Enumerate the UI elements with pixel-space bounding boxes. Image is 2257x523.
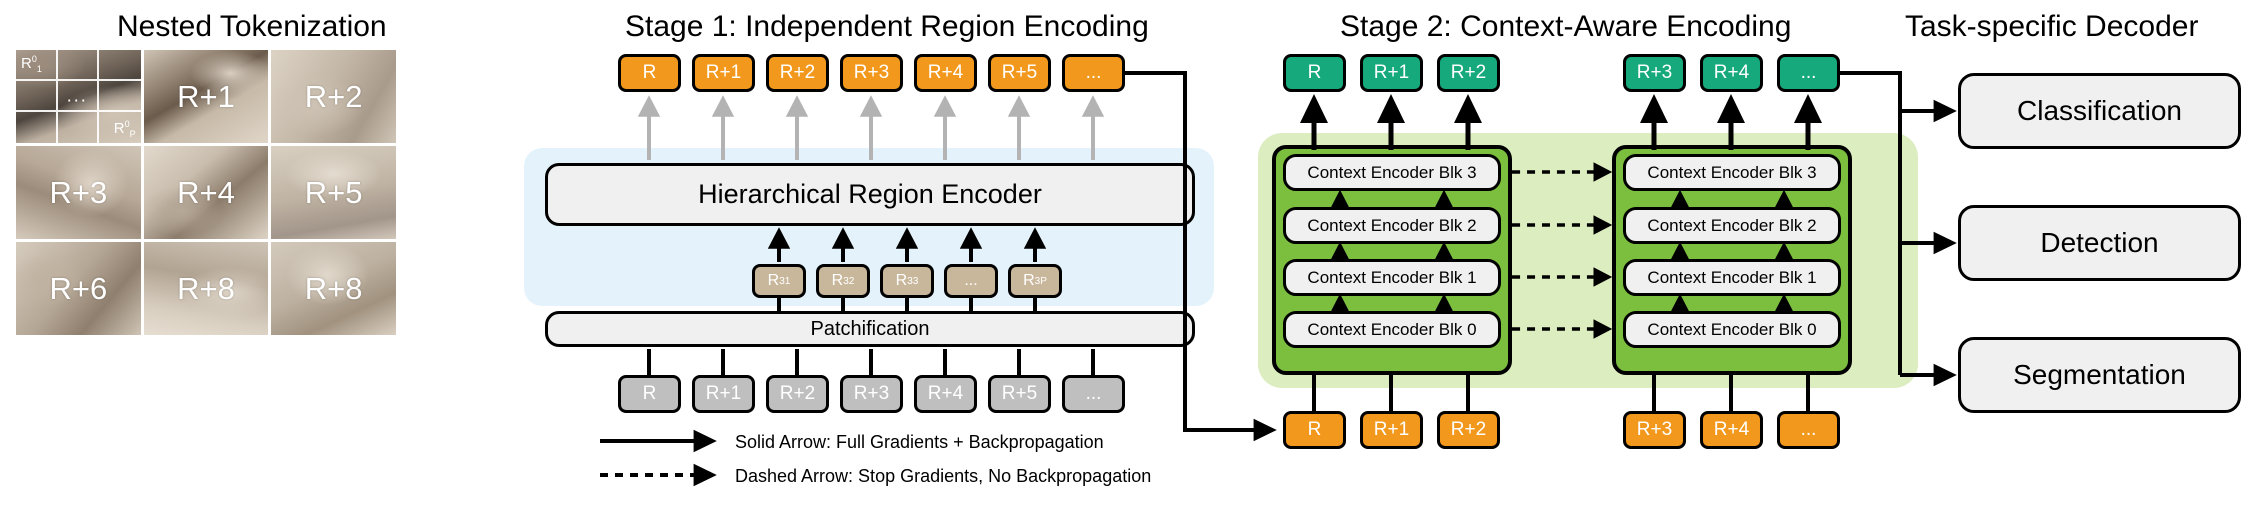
subgrid-ellipsis: ... — [66, 85, 88, 105]
subgrid-cell: ... — [57, 81, 100, 112]
hierarchical-region-encoder-box: Hierarchical Region Encoder — [545, 163, 1195, 226]
legend-dashed-text: Dashed Arrow: Stop Gradients, No Backpro… — [735, 466, 1152, 486]
stage1-input-token-0[interactable]: R — [618, 375, 681, 413]
stage2-b-output-token-0[interactable]: R+3 — [1623, 54, 1686, 92]
subgrid-cell: R01 — [16, 50, 58, 81]
tok-cell-3: R+3 — [16, 146, 141, 239]
legend-solid-text: Solid Arrow: Full Gradients + Backpropag… — [735, 432, 1104, 452]
tok-cell-label: R+2 — [304, 78, 363, 114]
stage1-output-token-0[interactable]: R — [618, 54, 681, 92]
nested-subgrid: R01 ... R0P — [16, 50, 141, 143]
tok-cell-0: R01 ... R0P — [16, 50, 141, 143]
stage1-input-token-5[interactable]: R+5 — [988, 375, 1051, 413]
stage1-output-token-6[interactable]: ... — [1062, 54, 1125, 92]
stage2-a-block-3[interactable]: Context Encoder Blk 3 — [1283, 154, 1501, 191]
tok-cell-8: R+8 — [271, 242, 396, 335]
tok-cell-5: R+5 — [271, 146, 396, 239]
subgrid-cell — [99, 50, 141, 81]
stage2-a-output-token-2[interactable]: R+2 — [1437, 54, 1500, 92]
stage2-b-input-token-2[interactable]: ... — [1777, 411, 1840, 449]
stage1-input-token-6[interactable]: ... — [1062, 375, 1125, 413]
decoder-task-detection[interactable]: Detection — [1958, 205, 2241, 281]
stage1-output-token-5[interactable]: R+5 — [988, 54, 1051, 92]
subgrid-cell — [16, 112, 58, 143]
tok-cell-7: R+8 — [143, 242, 269, 335]
tok-cell-label: R+8 — [304, 270, 363, 306]
stage2-b-block-1[interactable]: Context Encoder Blk 1 — [1623, 259, 1841, 296]
tok-cell-label: R+4 — [177, 174, 235, 210]
stage1-input-token-3[interactable]: R+3 — [840, 375, 903, 413]
stage1-input-token-1[interactable]: R+1 — [692, 375, 755, 413]
stage2-a-block-0[interactable]: Context Encoder Blk 0 — [1283, 311, 1501, 348]
stage1-patch-token-3[interactable]: ... — [944, 264, 998, 298]
subgrid-cell — [58, 112, 100, 143]
stage2-b-input-token-0[interactable]: R+3 — [1623, 411, 1686, 449]
tok-cell-label: R+3 — [49, 174, 108, 210]
stage1-output-token-1[interactable]: R+1 — [692, 54, 755, 92]
stage1-output-token-2[interactable]: R+2 — [766, 54, 829, 92]
stage2-a-input-token-2[interactable]: R+2 — [1437, 411, 1500, 449]
page-title-stage1: Stage 1: Independent Region Encoding — [625, 10, 1149, 43]
stage1-output-token-3[interactable]: R+3 — [840, 54, 903, 92]
subgrid-label-last: R0P — [113, 119, 136, 139]
stage2-b-output-token-2[interactable]: ... — [1777, 54, 1840, 92]
subgrid-cell — [57, 50, 100, 81]
subgrid-cell — [99, 81, 141, 112]
tok-cell-label: R+5 — [304, 174, 363, 210]
stage2-a-input-token-0[interactable]: R — [1283, 411, 1346, 449]
decoder-task-classification[interactable]: Classification — [1958, 73, 2241, 149]
stage2-a-block-2[interactable]: Context Encoder Blk 2 — [1283, 207, 1501, 244]
stage2-b-block-0[interactable]: Context Encoder Blk 0 — [1623, 311, 1841, 348]
stage2-a-block-1[interactable]: Context Encoder Blk 1 — [1283, 259, 1501, 296]
tok-cell-6: R+6 — [16, 242, 141, 335]
stage2-a-output-token-0[interactable]: R — [1283, 54, 1346, 92]
page-title-decoder: Task-specific Decoder — [1905, 10, 2199, 43]
stage2-a-output-token-1[interactable]: R+1 — [1360, 54, 1423, 92]
stage2-b-block-2[interactable]: Context Encoder Blk 2 — [1623, 207, 1841, 244]
page-title-stage2: Stage 2: Context-Aware Encoding — [1340, 10, 1792, 43]
nested-tokenization-grid: R01 ... R0P R+1 R+2 R+3 — [16, 50, 396, 335]
stage2-b-input-token-1[interactable]: R+4 — [1700, 411, 1763, 449]
tok-cell-label: R+8 — [177, 270, 235, 306]
subgrid-cell — [16, 81, 58, 112]
tok-cell-1: R+1 — [143, 50, 269, 143]
tok-cell-label: R+6 — [49, 270, 108, 306]
tok-cell-4: R+4 — [143, 146, 269, 239]
subgrid-cell: R0P — [99, 112, 141, 143]
page-title-tokenization: Nested Tokenization — [117, 10, 387, 43]
stage1-input-token-2[interactable]: R+2 — [766, 375, 829, 413]
stage1-input-to-patchification-lines — [647, 349, 1095, 375]
subgrid-label-first: R01 — [21, 54, 42, 74]
stage2-b-output-token-1[interactable]: R+4 — [1700, 54, 1763, 92]
stage2-b-block-3[interactable]: Context Encoder Blk 3 — [1623, 154, 1841, 191]
stage1-input-token-4[interactable]: R+4 — [914, 375, 977, 413]
patchification-box: Patchification — [545, 311, 1195, 347]
tok-cell-2: R+2 — [271, 50, 396, 143]
decoder-task-segmentation[interactable]: Segmentation — [1958, 337, 2241, 413]
tok-cell-label: R+1 — [177, 78, 235, 114]
stage2-a-input-token-1[interactable]: R+1 — [1360, 411, 1423, 449]
stage1-output-token-4[interactable]: R+4 — [914, 54, 977, 92]
